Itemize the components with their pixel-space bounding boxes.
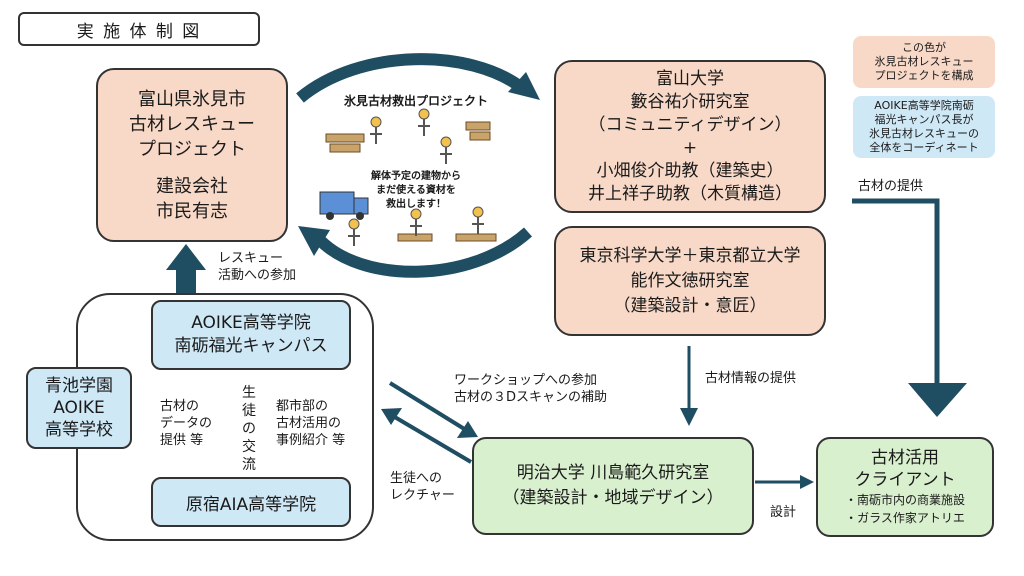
label-line: レスキュー — [218, 251, 284, 266]
label-kozai-teikyo: 古材の提供 — [858, 179, 924, 194]
kozai-teikyo-arrow — [852, 198, 967, 417]
legend-blue-line: AOIKE高等学院南砺 — [874, 99, 974, 112]
sekkei-arrow — [755, 475, 814, 489]
rescue-arrow — [166, 244, 206, 296]
label-seito-koryu: 生徒の交流 — [242, 385, 256, 473]
node-text: 古材レスキュー — [129, 113, 255, 135]
node-text: 高等学校 — [45, 420, 113, 440]
node-aoike-gakuen: 青池学園 AOIKE 高等学校 — [26, 367, 132, 449]
node-text: 建設会社 — [156, 175, 228, 197]
node-text: 富山大学 — [656, 68, 724, 89]
node-text: 井上祥子助教（木質構造） — [588, 183, 792, 204]
label-data-teikyo: 古材の データの 提供 等 — [160, 398, 212, 449]
node-text: 明治大学 川島範久研究室 — [516, 463, 710, 483]
label-sekkei: 設計 — [770, 505, 797, 520]
illustration-heading: 氷見古材救出プロジェクト — [343, 94, 488, 108]
node-text: 南砺福光キャンパス — [174, 336, 328, 356]
node-client: 古材活用 クライアント ・南砺市内の商業施設 ・ガラス作家アトリエ — [816, 437, 994, 537]
label-line: 事例紹介 等 — [276, 433, 346, 448]
node-text: 富山県氷見市 — [138, 88, 246, 110]
project-illustration: 氷見古材救出プロジェクト 解体予定の建物から まだ使える資材を 救出します！ — [306, 84, 526, 274]
legend-peach-line: プロジェクトを構成 — [874, 69, 974, 82]
legend-blue-line: 氷見古材レスキューの — [869, 127, 979, 140]
node-tokyo-universities: 東京科学大学＋東京都立大学 能作文徳研究室 （建築設計・意匠） — [554, 226, 826, 336]
node-harajuku-aia: 原宿AIA高等学院 — [151, 477, 351, 527]
legend-blue-line: 全体をコーディネート — [869, 141, 979, 154]
legend-peach-line: 氷見古材レスキュー — [874, 55, 974, 68]
workshop-arrow — [388, 381, 478, 438]
illustration-caption: 解体予定の建物から まだ使える資材を 救出します！ — [346, 170, 486, 212]
node-text: プロジェクト — [138, 138, 246, 160]
label-line: 古材の３Dスキャンの補助 — [454, 390, 608, 405]
node-text: 青池学園 — [45, 376, 113, 396]
label-line: データの — [160, 416, 213, 431]
page-title: 実 施 体 制 図 — [18, 12, 260, 46]
label-toshibu: 都市部の 古材活用の 事例紹介 等 — [276, 398, 345, 449]
client-item: ・南砺市内の商業施設 — [844, 493, 965, 507]
label-line: 都市部の — [276, 399, 329, 414]
caption-line: 解体予定の建物から — [371, 171, 461, 182]
node-text: 籔谷祐介研究室 — [630, 91, 750, 112]
label-line: 古材の — [160, 399, 200, 414]
label-line: 古材活用の — [276, 416, 342, 431]
node-text: 東京科学大学＋東京都立大学 — [579, 245, 801, 266]
label-lecture: 生徒への レクチャー — [390, 470, 455, 504]
label-line: ワークショップへの参加 — [454, 373, 598, 388]
node-aoike-nanto-campus: AOIKE高等学院 南砺福光キャンパス — [151, 300, 351, 370]
lecture-arrow — [381, 408, 473, 464]
label-kozai-joho: 古材情報の提供 — [705, 371, 797, 386]
node-text: 市民有志 — [156, 200, 228, 222]
node-text: （建築設計・地域デザイン） — [502, 488, 724, 508]
cycle-arrows — [296, 53, 540, 278]
caption-line: 救出します！ — [386, 199, 446, 210]
node-toyama-university: 富山大学 籔谷祐介研究室 （コミュニティデザイン） + 小畑俊介助教（建築史） … — [554, 60, 826, 213]
node-text: AOIKE — [53, 398, 105, 418]
legend-blue: AOIKE高等学院南砺 福光キャンパス長が 氷見古材レスキューの 全体をコーディ… — [853, 96, 995, 158]
legend-peach-line: この色が — [902, 41, 946, 54]
legend-peach: この色が 氷見古材レスキュー プロジェクトを構成 — [853, 36, 995, 88]
node-text: クライアント — [854, 470, 956, 490]
node-text: 能作文徳研究室 — [630, 270, 750, 291]
node-text: AOIKE高等学院 — [191, 313, 311, 333]
node-text: 古材活用 — [871, 448, 939, 468]
node-meiji-university: 明治大学 川島範久研究室 （建築設計・地域デザイン） — [472, 437, 754, 535]
workers-drawing — [319, 108, 497, 246]
node-text: （建築設計・意匠） — [613, 295, 767, 316]
label-workshop: ワークショップへの参加 古材の３Dスキャンの補助 — [454, 372, 607, 406]
node-text: （コミュニティデザイン） — [588, 114, 792, 135]
node-text: + — [682, 137, 698, 158]
kozai-joho-arrow — [680, 346, 698, 426]
legend-blue-line: 福光キャンパス長が — [874, 113, 974, 126]
node-himi-city: 富山県氷見市 古材レスキュー プロジェクト 建設会社 市民有志 — [96, 68, 288, 242]
label-line: 提供 等 — [160, 433, 204, 448]
label-line: 生徒への — [390, 471, 443, 486]
page-title-text: 実 施 体 制 図 — [76, 21, 202, 42]
node-text: 小畑俊介助教（建築史） — [596, 160, 784, 181]
label-line: 活動への参加 — [218, 268, 297, 283]
label-line: レクチャー — [390, 488, 455, 503]
caption-line: まだ使える資材を — [376, 185, 456, 196]
node-text: 原宿AIA高等学院 — [185, 494, 317, 515]
client-item: ・ガラス作家アトリエ — [845, 511, 965, 525]
label-rescue: レスキュー 活動への参加 — [218, 250, 296, 284]
